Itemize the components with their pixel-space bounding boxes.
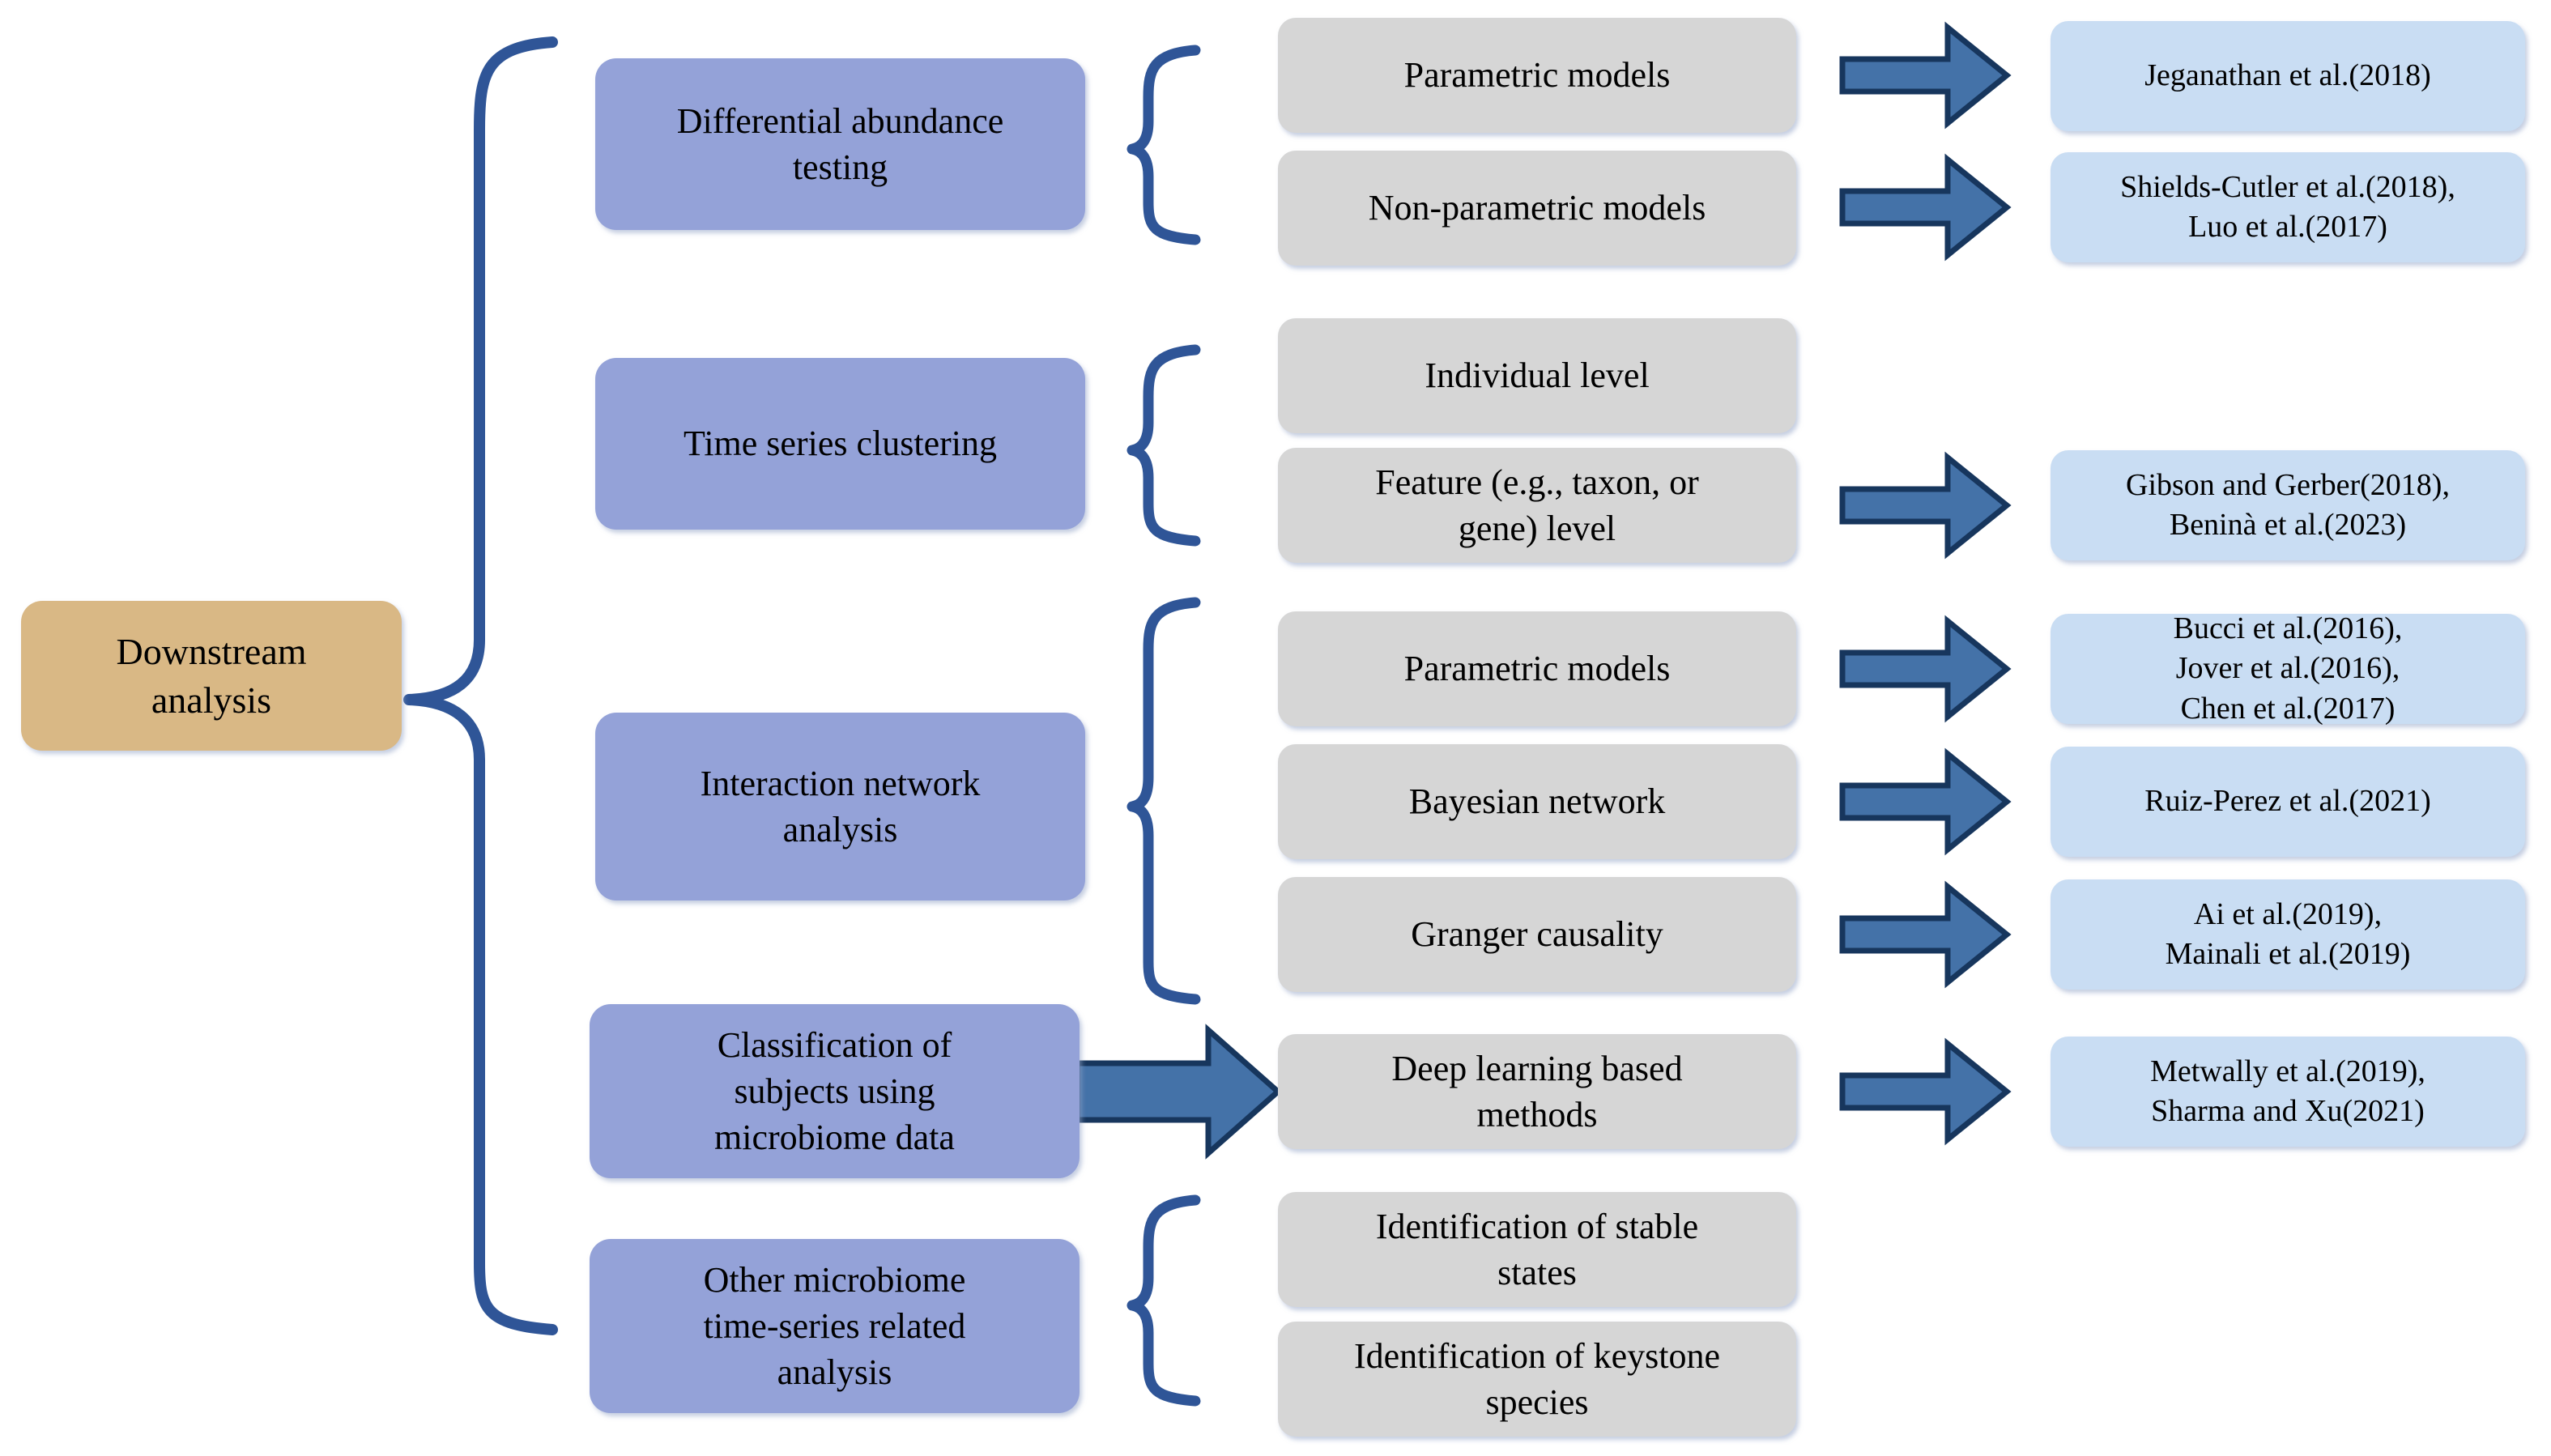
root-node-downstream-analysis[interactable]: Downstream analysis	[21, 601, 402, 751]
category-label-line2: testing	[792, 147, 888, 187]
method-label: Bayesian network	[1289, 778, 1785, 824]
method-label: Individual level	[1289, 352, 1785, 398]
category-label-line3: analysis	[777, 1352, 892, 1393]
arrow-bayesian-network-to-reference	[1839, 747, 2012, 856]
category-label: Differential abundance testing	[607, 98, 1074, 190]
method-granger-causality[interactable]: Granger causality	[1278, 877, 1796, 992]
category-label-line2: time-series related	[703, 1305, 966, 1346]
brace-interaction-network	[1126, 597, 1201, 1005]
method-label-line2: states	[1497, 1253, 1577, 1292]
method-identification-of-keystone-species[interactable]: Identification of keystone species	[1278, 1322, 1796, 1437]
reference-label-line1: Metwally et al.(2019),	[2150, 1054, 2425, 1088]
method-label-line2: species	[1485, 1382, 1589, 1422]
arrow-non-parametric-models-to-reference	[1839, 153, 2012, 262]
category-label-line3: microbiome data	[714, 1118, 955, 1158]
reference-label: Gibson and Gerber(2018), Beninà et al.(2…	[2062, 466, 2514, 546]
method-label: Parametric models	[1289, 52, 1785, 98]
brace-differential-abundance	[1126, 45, 1201, 245]
reference-label-line1: Ai et al.(2019),	[2193, 896, 2383, 931]
category-label-line1: Time series clustering	[684, 424, 997, 464]
reference-label-line2: Jover et al.(2016),	[2175, 651, 2400, 686]
method-label-line1: Identification of keystone	[1353, 1335, 1721, 1376]
category-time-series-clustering[interactable]: Time series clustering	[595, 358, 1085, 530]
method-parametric-models-1[interactable]: Parametric models	[1278, 18, 1796, 133]
method-label-line1: Non-parametric models	[1368, 188, 1706, 228]
reference-label-line2: Beninà et al.(2023)	[2169, 508, 2407, 542]
reference-label-line1: Bucci et al.(2016),	[2173, 611, 2403, 645]
method-identification-of-stable-states[interactable]: Identification of stable states	[1278, 1192, 1796, 1307]
reference-label: Ruiz-Perez et al.(2021)	[2062, 781, 2514, 821]
root-node-label-line1: Downstream	[116, 630, 307, 672]
brace-other-microbiome	[1126, 1194, 1201, 1407]
reference-label: Bucci et al.(2016), Jover et al.(2016), …	[2062, 609, 2514, 729]
category-label: Time series clustering	[607, 420, 1074, 466]
method-label: Deep learning based methods	[1289, 1045, 1785, 1138]
method-label-line1: Granger causality	[1411, 914, 1663, 955]
arrow-feature-level-to-reference	[1839, 451, 2012, 560]
method-feature-level[interactable]: Feature (e.g., taxon, or gene) level	[1278, 448, 1796, 563]
method-label: Identification of stable states	[1289, 1203, 1785, 1296]
method-label: Identification of keystone species	[1289, 1333, 1785, 1425]
reference-label-line1: Jeganathan et al.(2018)	[2144, 58, 2431, 93]
category-differential-abundance-testing[interactable]: Differential abundance testing	[595, 58, 1085, 230]
reference-ruiz-perez-2021[interactable]: Ruiz-Perez et al.(2021)	[2051, 747, 2525, 857]
arrow-parametric-models-2-to-reference	[1839, 615, 2012, 723]
category-label-line2: analysis	[782, 810, 898, 849]
reference-jeganathan-2018[interactable]: Jeganathan et al.(2018)	[2051, 21, 2525, 131]
method-label: Feature (e.g., taxon, or gene) level	[1289, 459, 1785, 551]
method-label-line1: Individual level	[1425, 355, 1650, 396]
method-label-line1: Parametric models	[1403, 649, 1671, 689]
reference-label-line2: Sharma and Xu(2021)	[2151, 1094, 2425, 1128]
reference-label: Shields-Cutler et al.(2018), Luo et al.(…	[2062, 168, 2514, 248]
reference-label: Metwally et al.(2019), Sharma and Xu(202…	[2062, 1052, 2514, 1132]
reference-label-line2: Luo et al.(2017)	[2188, 210, 2387, 244]
category-label: Classification of subjects using microbi…	[601, 1022, 1068, 1161]
reference-bucci-jover-chen[interactable]: Bucci et al.(2016), Jover et al.(2016), …	[2051, 611, 2525, 726]
method-deep-learning-based-methods[interactable]: Deep learning based methods	[1278, 1034, 1796, 1149]
category-label-line1: Classification of	[717, 1024, 952, 1065]
method-label: Granger causality	[1289, 911, 1785, 957]
reference-ai-mainali[interactable]: Ai et al.(2019), Mainali et al.(2019)	[2051, 879, 2525, 990]
category-label-line1: Other microbiome	[703, 1259, 966, 1300]
method-individual-level[interactable]: Individual level	[1278, 318, 1796, 433]
category-interaction-network-analysis[interactable]: Interaction network analysis	[595, 713, 1085, 900]
method-parametric-models-2[interactable]: Parametric models	[1278, 611, 1796, 726]
reference-label-line3: Chen et al.(2017)	[2180, 691, 2396, 726]
reference-label-line1: Gibson and Gerber(2018),	[2126, 467, 2450, 502]
main-brace	[403, 36, 558, 1335]
reference-label-line2: Mainali et al.(2019)	[2165, 937, 2411, 971]
brace-time-series-clustering	[1126, 344, 1201, 547]
reference-gibson-gerber-beninca[interactable]: Gibson and Gerber(2018), Beninà et al.(2…	[2051, 450, 2525, 560]
arrow-parametric-models-1-to-reference	[1839, 21, 2012, 130]
category-label-line1: Interaction network	[700, 763, 981, 803]
method-label-line1: Bayesian network	[1408, 781, 1666, 822]
category-other-microbiome-time-series[interactable]: Other microbiome time-series related ana…	[590, 1239, 1080, 1413]
reference-label: Ai et al.(2019), Mainali et al.(2019)	[2062, 895, 2514, 975]
category-label-line1: Differential abundance	[676, 100, 1004, 141]
reference-label-line1: Shields-Cutler et al.(2018),	[2120, 169, 2455, 204]
method-label-line1: Feature (e.g., taxon, or	[1375, 462, 1699, 502]
method-label: Non-parametric models	[1289, 185, 1785, 231]
method-label-line2: gene) level	[1458, 509, 1616, 548]
method-non-parametric-models[interactable]: Non-parametric models	[1278, 151, 1796, 266]
root-node-label-line2: analysis	[151, 679, 272, 721]
method-label-line1: Deep learning based	[1391, 1048, 1683, 1088]
reference-shields-cutler-luo[interactable]: Shields-Cutler et al.(2018), Luo et al.(…	[2051, 152, 2525, 262]
category-classification-of-subjects[interactable]: Classification of subjects using microbi…	[590, 1004, 1080, 1178]
method-label-line1: Identification of stable	[1375, 1206, 1699, 1246]
reference-label: Jeganathan et al.(2018)	[2062, 56, 2514, 96]
reference-metwally-sharma-xu[interactable]: Metwally et al.(2019), Sharma and Xu(202…	[2051, 1037, 2525, 1147]
method-bayesian-network[interactable]: Bayesian network	[1278, 744, 1796, 859]
category-label: Interaction network analysis	[607, 760, 1074, 853]
method-label: Parametric models	[1289, 645, 1785, 692]
arrow-granger-causality-to-reference	[1839, 880, 2012, 989]
category-label-line2: subjects using	[734, 1071, 935, 1111]
method-label-line1: Parametric models	[1403, 55, 1671, 96]
arrow-classification-to-deep-learning	[1074, 1024, 1283, 1160]
arrow-deep-learning-to-reference	[1839, 1037, 2012, 1146]
method-label-line2: methods	[1476, 1095, 1598, 1135]
category-label: Other microbiome time-series related ana…	[601, 1257, 1068, 1396]
reference-label-line1: Ruiz-Perez et al.(2021)	[2144, 784, 2431, 819]
root-node-label: Downstream analysis	[32, 628, 390, 725]
